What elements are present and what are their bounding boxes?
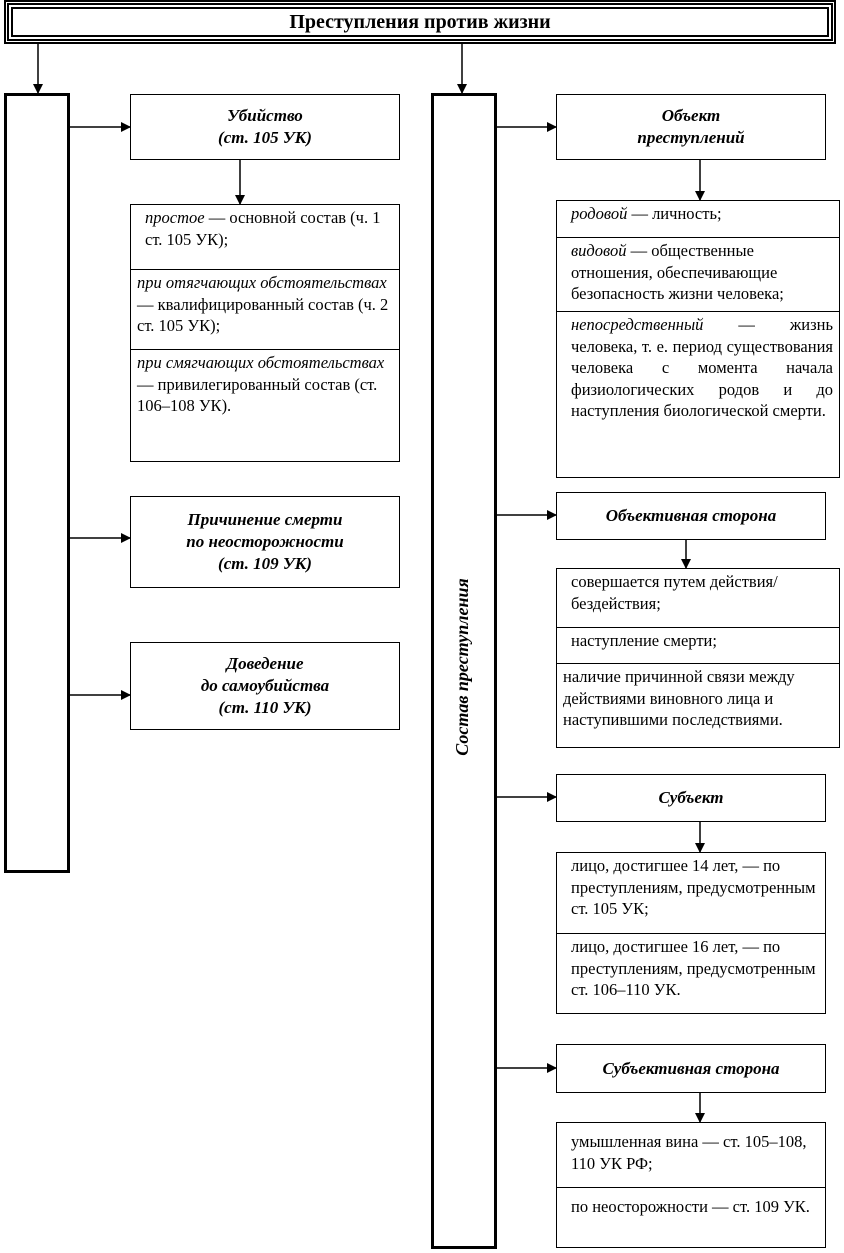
subjective-intent: умышленная вина — ст. 105–108, 110 УК РФ… (571, 1132, 807, 1173)
murder-type-aggravated: при отягчающих обстоятельствах — квалифи… (131, 269, 399, 349)
object-generic: родовой — личность; (571, 204, 722, 223)
object-specific: видовой — общественные отношения, обеспе… (557, 237, 839, 311)
suicide-header: Доведение до самоубийства (ст. 110 УК) (130, 642, 400, 730)
object-header: Объект преступлений (556, 94, 826, 160)
murder-types-box: простое — основной состав (ч. 1 ст. 105 … (130, 204, 400, 462)
center-vertical-label: Состав преступления (452, 578, 472, 756)
subject-header: Субъект (556, 774, 826, 822)
subject-age-16: лицо, достигшее 16 лет, — по преступлени… (557, 933, 825, 1015)
murder-type-mitigated: при смягчающих обстоятельствах — привиле… (131, 349, 399, 463)
object-direct: непосредственный — жизнь человека, т. е.… (557, 311, 839, 479)
objective-causation: наличие причинной связи между действиями… (557, 663, 839, 749)
center-vertical-bar (431, 93, 497, 1249)
diagram-title: Преступления против жизни (4, 0, 836, 44)
subject-age-14: лицо, достигшее 14 лет, — по преступлени… (571, 856, 816, 918)
objective-items-box: совершается путем действия/бездействия; … (556, 568, 840, 748)
subjective-side-header: Субъективная сторона (556, 1044, 826, 1093)
subject-items-box: лицо, достигшее 14 лет, — по преступлени… (556, 852, 826, 1014)
murder-type-simple: простое — основной состав (ч. 1 ст. 105 … (145, 208, 381, 249)
subjective-items-box: умышленная вина — ст. 105–108, 110 УК РФ… (556, 1122, 826, 1248)
objective-action: совершается путем действия/бездействия; (571, 572, 778, 613)
negligent-death-header: Причинение смерти по неосторожности (ст.… (130, 496, 400, 588)
object-items-box: родовой — личность; видовой — общественн… (556, 200, 840, 478)
objective-side-header: Объективная сторона (556, 492, 826, 540)
murder-header: Убийство (ст. 105 УК) (130, 94, 400, 160)
subjective-negligence: по неосторожности — ст. 109 УК. (557, 1187, 825, 1249)
left-vertical-bar (4, 93, 70, 873)
objective-death: наступление смерти; (557, 627, 839, 663)
